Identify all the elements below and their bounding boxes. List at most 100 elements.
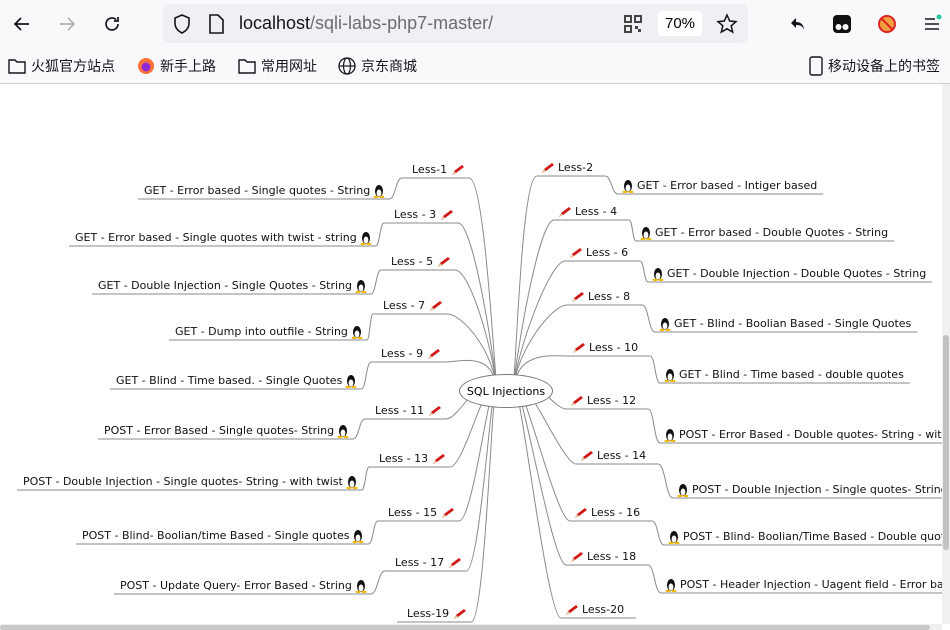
- node-text: GET - Error based - Double Quotes - Stri…: [655, 226, 889, 239]
- topic-node[interactable]: GET - Error based - Single quotes with t…: [75, 231, 372, 245]
- less-node[interactable]: Less-2: [540, 161, 593, 175]
- less-node[interactable]: Less - 18: [569, 550, 636, 564]
- less-node[interactable]: Less - 4: [557, 205, 617, 219]
- bookmark-folder[interactable]: 火狐官方站点: [8, 56, 115, 76]
- topic-node[interactable]: GET - Dump into outfile - String: [175, 325, 363, 339]
- qr-code-icon[interactable]: [624, 15, 642, 33]
- less-node[interactable]: Less - 17: [395, 556, 462, 570]
- connector-line: [512, 175, 606, 391]
- pencil-icon: [581, 450, 593, 461]
- less-node[interactable]: Less - 7: [383, 299, 443, 313]
- node-text: POST - Update Query- Error Based - Strin…: [120, 579, 352, 592]
- horizontal-scrollbar-thumb[interactable]: [0, 625, 930, 630]
- connector-line: [381, 269, 498, 391]
- topic-node[interactable]: POST - Blind- Boolian/time Based - Singl…: [82, 529, 364, 543]
- undo-extension-button[interactable]: [782, 8, 814, 40]
- mobile-device-icon: [809, 56, 823, 76]
- bookmark-label: 京东商城: [361, 59, 417, 75]
- topic-node[interactable]: POST - Blind- Boolian/Time Based - Doubl…: [668, 530, 950, 544]
- topic-node[interactable]: GET - Blind - Boolian Based - Single Quo…: [659, 317, 911, 331]
- bookmark-link[interactable]: 新手上路: [137, 56, 216, 76]
- blocked-icon: [878, 15, 896, 33]
- connector-line: [92, 269, 382, 295]
- bookmarks-toolbar: [0, 48, 950, 84]
- node-text: Less - 14: [597, 449, 647, 462]
- node-text: Less - 7: [383, 299, 426, 312]
- connector-line: [649, 355, 910, 384]
- node-text: Less - 17: [395, 556, 445, 569]
- pencil-icon: [570, 247, 582, 258]
- less-node[interactable]: Less - 11: [375, 404, 442, 418]
- menu-button[interactable]: [916, 8, 948, 40]
- node-text: Less - 9: [381, 347, 424, 360]
- node-text: Less - 3: [394, 208, 437, 221]
- topic-node[interactable]: GET - Double Injection - Single Quotes -…: [98, 279, 367, 293]
- topic-node[interactable]: GET - Error based - Single quotes - Stri…: [144, 184, 385, 198]
- topic-node[interactable]: POST - Double Injection - Single quotes-…: [23, 475, 358, 489]
- bookmark-folder[interactable]: 常用网址: [238, 56, 317, 76]
- less-node[interactable]: Less - 13: [379, 452, 446, 466]
- bookmark-link[interactable]: 京东商城: [338, 56, 417, 76]
- less-node[interactable]: Less-1: [412, 163, 465, 177]
- topic-node[interactable]: POST - Error Based - Double quotes- Stri…: [664, 428, 949, 442]
- less-node[interactable]: Less - 12: [569, 394, 636, 408]
- tux-penguin-icon: [346, 476, 358, 489]
- url-text[interactable]: localhost/sqli-labs-php7-master/: [239, 13, 493, 34]
- less-node[interactable]: Less-19: [407, 607, 467, 621]
- less-node[interactable]: Less - 8: [570, 290, 630, 304]
- extension-button[interactable]: [826, 8, 858, 40]
- bookmark-star-icon[interactable]: [716, 13, 738, 35]
- tux-penguin-icon: [677, 484, 689, 497]
- node-text: Less-20: [582, 603, 625, 616]
- less-node[interactable]: Less - 16: [573, 506, 640, 520]
- mobile-bookmarks[interactable]: 移动设备上的书签: [809, 56, 940, 76]
- globe-icon: [338, 57, 356, 75]
- topic-node[interactable]: GET - Error based - Intiger based: [622, 179, 817, 193]
- less-node[interactable]: Less - 6: [568, 246, 628, 260]
- topic-node[interactable]: POST - Header Injection - Uagent field -…: [665, 578, 944, 592]
- pencil-icon: [433, 453, 446, 464]
- forward-button[interactable]: [51, 8, 83, 40]
- mobile-bookmarks-label: 移动设备上的书签: [828, 59, 940, 75]
- less-node[interactable]: Less - 14: [579, 449, 646, 463]
- less-node[interactable]: Less - 10: [571, 341, 638, 355]
- tux-penguin-icon: [665, 579, 677, 592]
- pencil-icon: [454, 608, 467, 619]
- topic-node[interactable]: POST - Error Based - Single quotes- Stri…: [104, 424, 349, 438]
- connector-line: [628, 219, 895, 242]
- hamburger-menu-icon: [925, 14, 942, 30]
- shield-icon[interactable]: [172, 13, 192, 35]
- horizontal-scrollbar[interactable]: [0, 624, 942, 630]
- folder-icon: [8, 59, 26, 74]
- less-node[interactable]: Less - 9: [381, 347, 441, 361]
- topic-node[interactable]: POST - Update Query- Error Based - Strin…: [120, 579, 367, 593]
- url-host: localhost: [239, 13, 311, 33]
- less-node[interactable]: Less-20: [564, 603, 624, 617]
- navigation-toolbar: localhost/sqli-labs-php7-master/ 70%: [0, 0, 950, 48]
- zoom-level-button[interactable]: 70%: [658, 11, 702, 36]
- pencil-icon: [571, 551, 583, 562]
- reload-button[interactable]: [96, 8, 128, 40]
- node-text: Less - 4: [575, 205, 618, 218]
- topic-node[interactable]: GET - Blind - Time based. - Single Quote…: [116, 374, 357, 388]
- topic-node[interactable]: GET - Double Injection - Double Quotes -…: [652, 267, 926, 281]
- vertical-scrollbar-thumb[interactable]: [943, 335, 949, 550]
- blocker-extension-button[interactable]: [871, 8, 903, 40]
- topic-node[interactable]: POST - Double Injection - Single quotes-…: [677, 483, 948, 497]
- less-node[interactable]: Less - 3: [394, 208, 454, 222]
- pencil-icon: [449, 557, 462, 568]
- less-node[interactable]: Less - 5: [391, 255, 451, 269]
- url-bar[interactable]: localhost/sqli-labs-php7-master/ 70%: [163, 4, 748, 43]
- tux-penguin-icon: [355, 580, 367, 593]
- vertical-scrollbar[interactable]: [942, 84, 950, 624]
- pencil-icon: [442, 507, 455, 518]
- mindmap-root-node[interactable]: SQL Injections: [459, 374, 553, 408]
- topic-node[interactable]: GET - Blind - Time based - double quotes: [664, 368, 904, 382]
- topic-node[interactable]: GET - Error based - Double Quotes - Stri…: [640, 226, 888, 240]
- connector-line: [641, 304, 918, 333]
- page-icon[interactable]: [208, 14, 224, 34]
- node-text: Less - 5: [391, 255, 434, 268]
- node-text: POST - Error Based - Single quotes- Stri…: [104, 424, 335, 437]
- back-button[interactable]: [6, 8, 38, 40]
- less-node[interactable]: Less - 15: [388, 506, 455, 520]
